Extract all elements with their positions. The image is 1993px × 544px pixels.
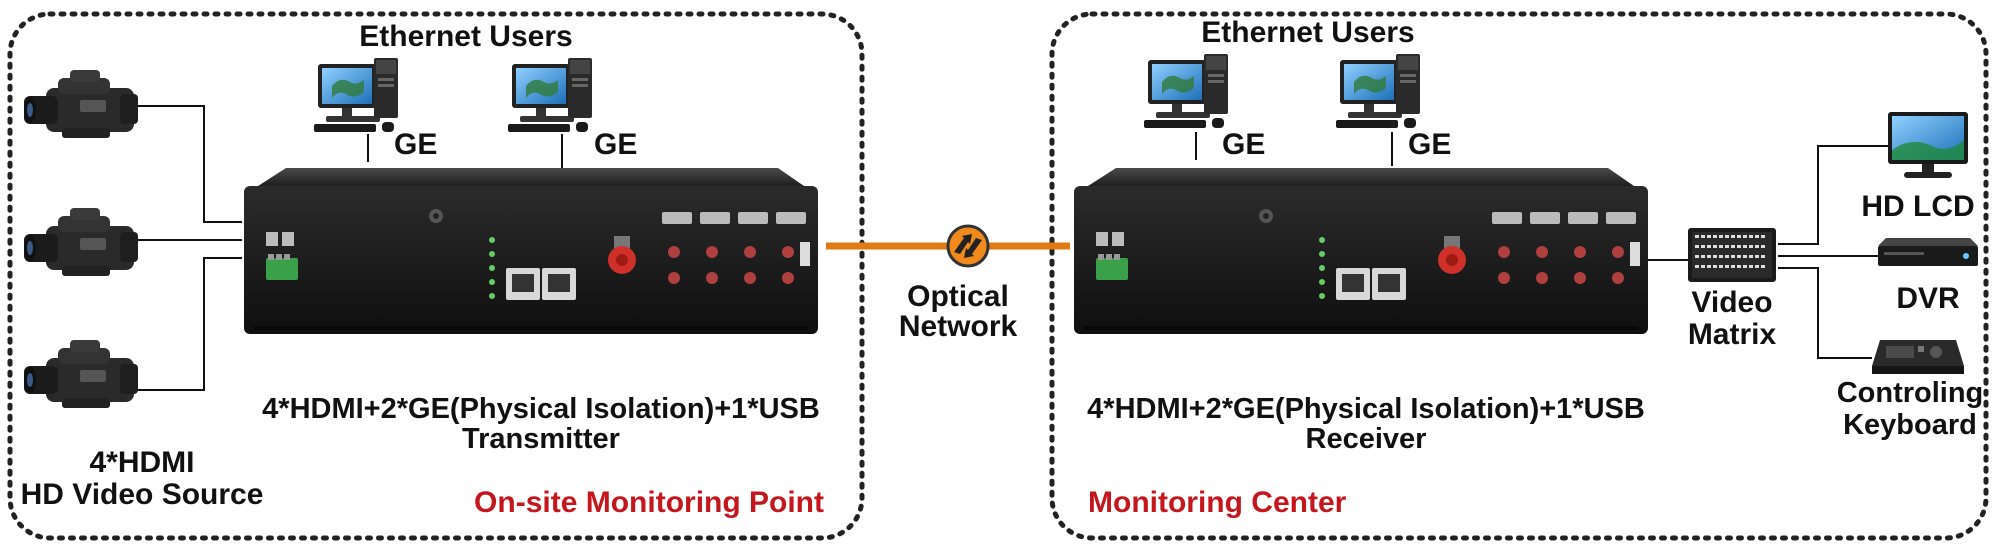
computer-icon [508, 58, 592, 132]
onsite-monitoring-point-label: On-site Monitoring Point [474, 486, 824, 519]
transmitter-title-line1: 4*HDMI+2*GE(Physical Isolation)+1*USB [262, 393, 820, 425]
video-source-line1: 4*HDMI [89, 446, 194, 479]
keyboard-label-line2: Keyboard [1843, 409, 1977, 441]
transmitter-device-image [244, 168, 818, 334]
video-matrix-label-line1: Video [1691, 286, 1772, 319]
receiver-device-image [1074, 168, 1648, 334]
computer-icon [1336, 54, 1420, 128]
dvr-icon [1878, 238, 1978, 266]
ge-label: GE [1408, 128, 1451, 161]
camera-icon [24, 70, 138, 138]
ge-label: GE [594, 128, 637, 161]
control-keyboard-icon [1872, 340, 1964, 374]
dvr-label: DVR [1896, 282, 1960, 315]
optical-label-line1: Optical [907, 280, 1009, 313]
center-site-border [1049, 11, 1989, 541]
video-source-line2: HD Video Source [21, 478, 264, 511]
onsite-site-border [7, 11, 865, 541]
video-matrix-icon [1688, 228, 1776, 282]
camera-icon [24, 208, 138, 276]
keyboard-label-line1: Controling [1837, 377, 1984, 409]
ge-label: GE [394, 128, 437, 161]
receiver-title-line2: Receiver [1306, 423, 1427, 455]
ethernet-users-label: Ethernet Users [1201, 16, 1414, 49]
receiver-title-line1: 4*HDMI+2*GE(Physical Isolation)+1*USB [1087, 393, 1645, 425]
hd-lcd-label: HD LCD [1861, 190, 1974, 223]
transmitter-title-line2: Transmitter [462, 423, 620, 455]
optical-network-icon [946, 224, 990, 268]
optical-label-line2: Network [899, 310, 1018, 343]
camera-icon [24, 340, 138, 408]
video-matrix-label-line2: Matrix [1688, 318, 1777, 351]
camera-connection-lines [132, 105, 242, 391]
ethernet-users-label: Ethernet Users [359, 20, 572, 53]
monitoring-center-label: Monitoring Center [1088, 486, 1347, 519]
computer-icon [1144, 54, 1228, 128]
computer-icon [314, 58, 398, 132]
ge-label: GE [1222, 128, 1265, 161]
matrix-output-lines [1778, 145, 1888, 359]
lcd-monitor-icon [1888, 112, 1968, 178]
